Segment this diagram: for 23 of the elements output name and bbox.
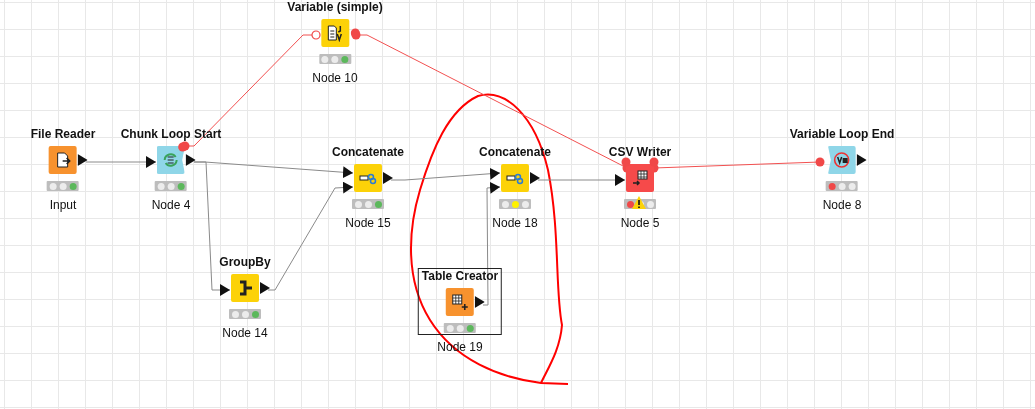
connector (267, 181, 354, 291)
node-title: Variable (simple) (287, 0, 383, 14)
node-title: GroupBy (219, 255, 271, 269)
node-name: Node 5 (620, 216, 660, 230)
connector (537, 174, 626, 186)
node-title: Chunk Loop Start (120, 127, 222, 141)
node-title: Variable Loop End (789, 127, 895, 141)
connector (390, 167, 501, 181)
node-name: Node 8 (822, 198, 862, 212)
node-name: Node 10 (312, 71, 358, 85)
node-name: Node 18 (492, 216, 538, 230)
node-name: Node 14 (222, 326, 268, 340)
node-title: Table Creator (421, 269, 499, 283)
node-name: Input (49, 198, 77, 212)
node-name: Node 15 (345, 216, 391, 230)
node-name: Node 4 (151, 198, 191, 212)
node-title: Concatenate (332, 145, 404, 159)
node-title: File Reader (30, 127, 96, 141)
connector (482, 181, 501, 306)
connector (193, 161, 231, 296)
connector (85, 156, 157, 168)
node-title: CSV Writer (608, 145, 672, 159)
variable-connector (180, 30, 321, 151)
